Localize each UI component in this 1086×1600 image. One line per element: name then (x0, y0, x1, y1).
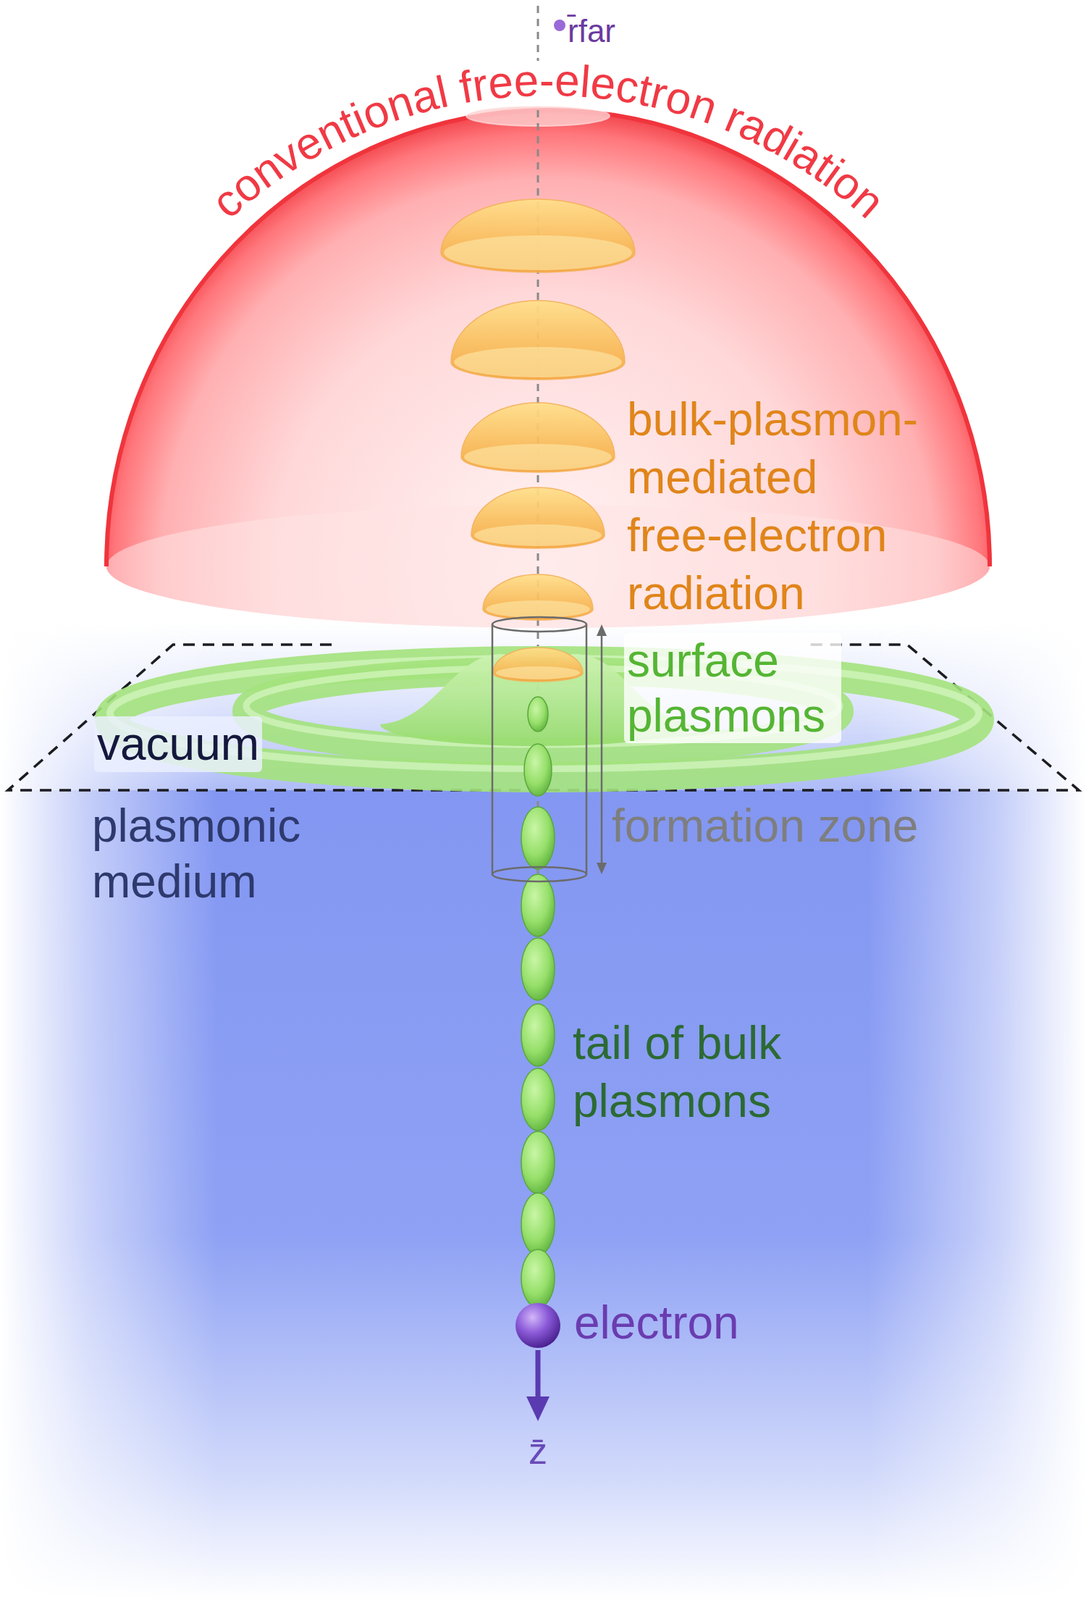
plasmon-bead (524, 743, 552, 796)
orange-domes (440, 199, 635, 682)
plasmon-bead (521, 873, 555, 937)
orange-dome (451, 300, 625, 380)
curved-text: conventional free-electron radiation (201, 55, 895, 228)
orange-dome (440, 199, 635, 273)
cylinder-top (492, 616, 587, 632)
plasmon-bead (521, 806, 555, 869)
plasmon-bead (521, 1192, 555, 1255)
dome-base (453, 346, 622, 378)
dome-base (495, 666, 580, 680)
orange-dome (482, 574, 593, 620)
dome-base (443, 235, 633, 271)
dome-base (485, 600, 591, 618)
dome-base (474, 524, 602, 546)
dimension-label: formation zone (611, 797, 919, 854)
cylinder-side (491, 624, 494, 874)
plasmon-bead (521, 1067, 555, 1131)
plasmon-label: surface plasmons (624, 632, 842, 743)
plasmon-bead (521, 1248, 555, 1307)
far-point (553, 19, 566, 32)
plasmon-bead (521, 1130, 555, 1194)
dome-edge (106, 110, 990, 567)
point-label: r̄far (567, 12, 616, 51)
plasmon-bead (521, 1003, 555, 1066)
cylinder-bottom (492, 866, 587, 882)
plasmon-label: tail of bulk plasmons (572, 1013, 790, 1130)
orange-dome (493, 647, 583, 682)
region-label: conventional free-electron radiation (201, 55, 895, 228)
bulk-plasmon-tail (521, 696, 555, 1307)
dimension-arrowhead (596, 862, 607, 874)
formation-cylinder (492, 616, 587, 882)
medium-fill (0, 789, 1086, 1600)
radiation-label: bulk-plasmon-mediated free-electron radi… (626, 390, 922, 622)
motion-arrowhead (526, 1395, 550, 1421)
cylinder-side (585, 624, 588, 874)
axis-segment (537, 5, 540, 61)
region-label: vacuum (94, 716, 263, 772)
plasmonic-medium (0, 622, 1086, 1600)
region-label: plasmonic medium (91, 797, 310, 910)
dimension-line (600, 632, 604, 866)
dome-bases (443, 235, 633, 680)
radiation-dome (106, 110, 990, 628)
orange-dome (461, 402, 615, 473)
plasmon-bead (521, 937, 555, 1000)
plasmon-bead (527, 696, 549, 732)
dimension-arrowhead (596, 624, 607, 636)
axis-label: z̄ (528, 1427, 548, 1473)
orange-dome (471, 487, 605, 549)
motion-arrow (535, 1349, 541, 1399)
particle-label: electron (574, 1294, 740, 1351)
electron-ball (515, 1302, 561, 1348)
dome-base (464, 443, 612, 470)
